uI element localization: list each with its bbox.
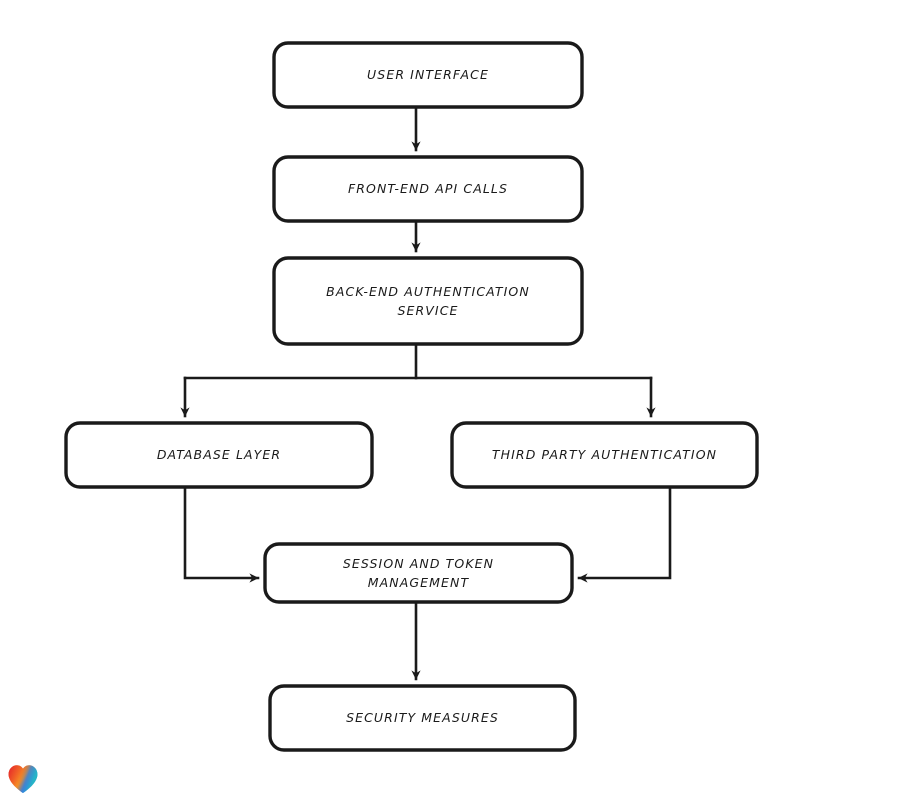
nodes-layer <box>64 41 759 752</box>
node-user-interface[interactable] <box>272 41 584 109</box>
edge-database-to-session <box>183 485 260 583</box>
edge-thirdparty-to-session <box>577 485 672 583</box>
node-session-token-mgmt[interactable] <box>263 542 574 604</box>
heart-watermark <box>6 762 40 796</box>
node-security-measures[interactable] <box>268 684 577 752</box>
heart-icon <box>8 765 38 794</box>
node-backend-auth-service[interactable] <box>272 256 584 346</box>
node-database-layer[interactable] <box>64 421 374 489</box>
node-frontend-api-calls[interactable] <box>272 155 584 223</box>
node-third-party-auth[interactable] <box>450 421 759 489</box>
edges-layer <box>180 105 672 681</box>
